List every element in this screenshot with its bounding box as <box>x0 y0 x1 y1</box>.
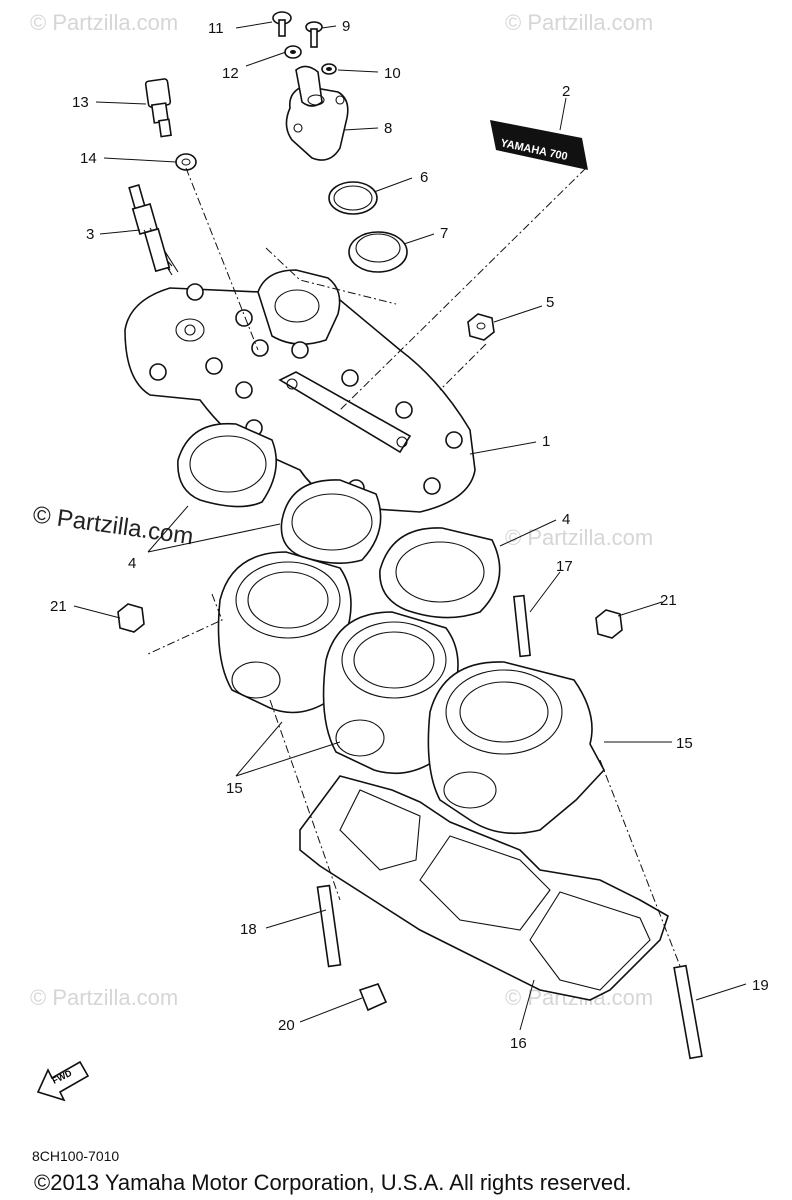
callout-16[interactable]: 16 <box>510 1035 527 1052</box>
callout-21-right[interactable]: 21 <box>660 592 677 609</box>
part-3-spark-plug[interactable] <box>128 184 179 276</box>
callout-labels: 11 9 12 10 13 8 2 14 6 3 7 5 1 4 4 17 21… <box>50 18 769 1052</box>
callout-15-right[interactable]: 15 <box>676 735 693 752</box>
callout-5[interactable]: 5 <box>546 294 554 311</box>
copyright-notice: ©2013 Yamaha Motor Corporation, U.S.A. A… <box>34 1170 632 1195</box>
callout-4-right[interactable]: 4 <box>562 511 570 528</box>
part-6-o-ring[interactable] <box>328 181 378 215</box>
leader-lines <box>73 21 747 1031</box>
part-8-thermostat-cover[interactable] <box>285 65 349 161</box>
callout-6[interactable]: 6 <box>420 169 428 186</box>
part-10-washer[interactable] <box>321 63 337 75</box>
callout-8[interactable]: 8 <box>384 120 392 137</box>
part-16-base-gasket[interactable] <box>299 775 669 1001</box>
callout-19[interactable]: 19 <box>752 977 769 994</box>
part-5-nut[interactable] <box>467 313 495 341</box>
part-20-dowel[interactable] <box>358 983 388 1012</box>
callout-3[interactable]: 3 <box>86 226 94 243</box>
callout-21-left[interactable]: 21 <box>50 598 67 615</box>
part-9-bolt[interactable] <box>305 21 323 48</box>
callout-9[interactable]: 9 <box>342 18 350 35</box>
part-14-washer[interactable] <box>175 153 197 171</box>
part-18-stud[interactable] <box>316 884 342 968</box>
callout-14[interactable]: 14 <box>80 150 97 167</box>
callout-15-left[interactable]: 15 <box>226 780 243 797</box>
part-code: 8CH100-7010 <box>32 1148 120 1164</box>
part-19-stud[interactable] <box>673 964 703 1060</box>
callout-18[interactable]: 18 <box>240 921 257 938</box>
callout-2[interactable]: 2 <box>562 83 570 100</box>
callout-13[interactable]: 13 <box>72 94 89 111</box>
callout-17[interactable]: 17 <box>556 558 573 575</box>
part-15-cylinders[interactable] <box>217 551 605 835</box>
watermark: © Partzilla.com <box>30 985 178 1010</box>
watermark: © Partzilla.com <box>505 10 653 35</box>
callout-20[interactable]: 20 <box>278 1017 295 1034</box>
part-13-sensor[interactable] <box>144 78 172 138</box>
callout-1[interactable]: 1 <box>542 433 550 450</box>
part-21-nut-left[interactable] <box>117 603 145 633</box>
callout-12[interactable]: 12 <box>222 65 239 82</box>
part-7-seal[interactable] <box>348 231 408 273</box>
part-1-cylinder-head[interactable] <box>124 269 476 513</box>
callout-4-left[interactable]: 4 <box>128 555 136 572</box>
part-12-washer[interactable] <box>284 45 302 59</box>
assembly-centerlines <box>147 167 681 967</box>
callout-10[interactable]: 10 <box>384 65 401 82</box>
callout-7[interactable]: 7 <box>440 225 448 242</box>
part-11-bolt[interactable] <box>272 11 292 37</box>
fwd-arrow-icon: FWD <box>36 1060 90 1102</box>
part-2-decal[interactable]: YAMAHA 700 <box>490 120 588 170</box>
callout-11[interactable]: 11 <box>208 20 224 37</box>
part-21-nut-right[interactable] <box>595 609 623 639</box>
watermark: © Partzilla.com <box>505 525 653 550</box>
part-17-stud[interactable] <box>513 594 531 658</box>
part-4-head-gaskets[interactable] <box>177 422 501 619</box>
watermark: © Partzilla.com <box>30 10 178 35</box>
